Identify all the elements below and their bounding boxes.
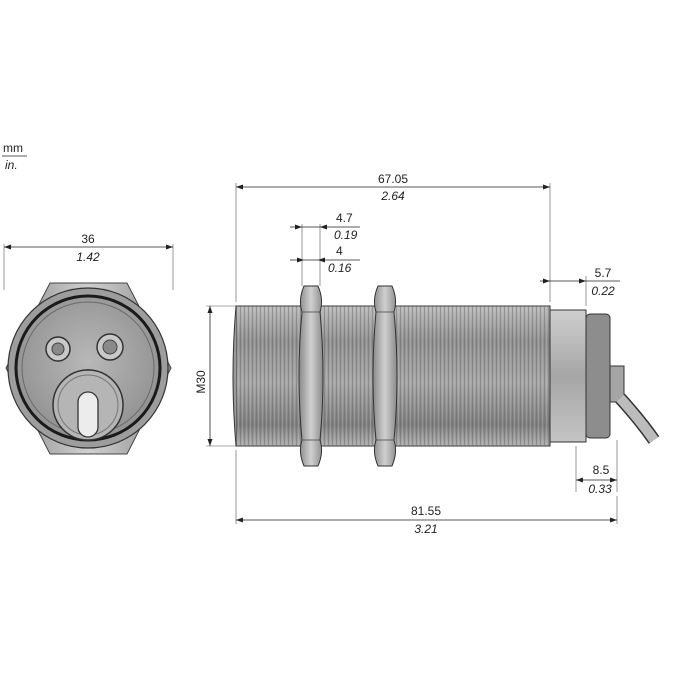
unit-mm-label: mm bbox=[3, 141, 23, 155]
front-width-in: 1.42 bbox=[76, 250, 100, 264]
nut-thickness-mm: 4.7 bbox=[336, 211, 353, 225]
nut-offset-mm: 4 bbox=[336, 244, 343, 258]
adjust-knob bbox=[77, 391, 99, 438]
cable-offset-mm: 8.5 bbox=[593, 463, 610, 477]
connector-length-in: 0.22 bbox=[591, 284, 615, 298]
lock-nut-1 bbox=[298, 285, 324, 467]
body-front-face bbox=[232, 305, 237, 447]
side-view: M30 67.05 2.64 4.7 0.19 4 0.16 5.7 0.22 bbox=[194, 172, 660, 536]
unit-in-label: in. bbox=[5, 158, 18, 172]
arrow-right bbox=[166, 244, 173, 250]
rear-gland bbox=[585, 313, 611, 439]
front-width-mm: 36 bbox=[81, 232, 95, 246]
nut-thickness-in: 0.19 bbox=[334, 228, 358, 242]
connector-length-mm: 5.7 bbox=[595, 266, 612, 280]
front-view: 36 1.42 bbox=[3, 232, 174, 455]
cable-offset-in: 0.33 bbox=[588, 482, 612, 496]
arrow-left bbox=[4, 244, 11, 250]
body-length-mm: 67.05 bbox=[378, 172, 408, 186]
nut-offset-in: 0.16 bbox=[328, 261, 352, 275]
units-legend: mm in. bbox=[2, 141, 27, 172]
thread-label: M30 bbox=[194, 370, 208, 394]
lock-nut-2 bbox=[372, 285, 398, 467]
total-length-mm: 81.55 bbox=[411, 504, 441, 518]
body-length-in: 2.64 bbox=[380, 189, 405, 203]
rear-cap bbox=[549, 309, 587, 443]
total-length-in: 3.21 bbox=[414, 522, 437, 536]
